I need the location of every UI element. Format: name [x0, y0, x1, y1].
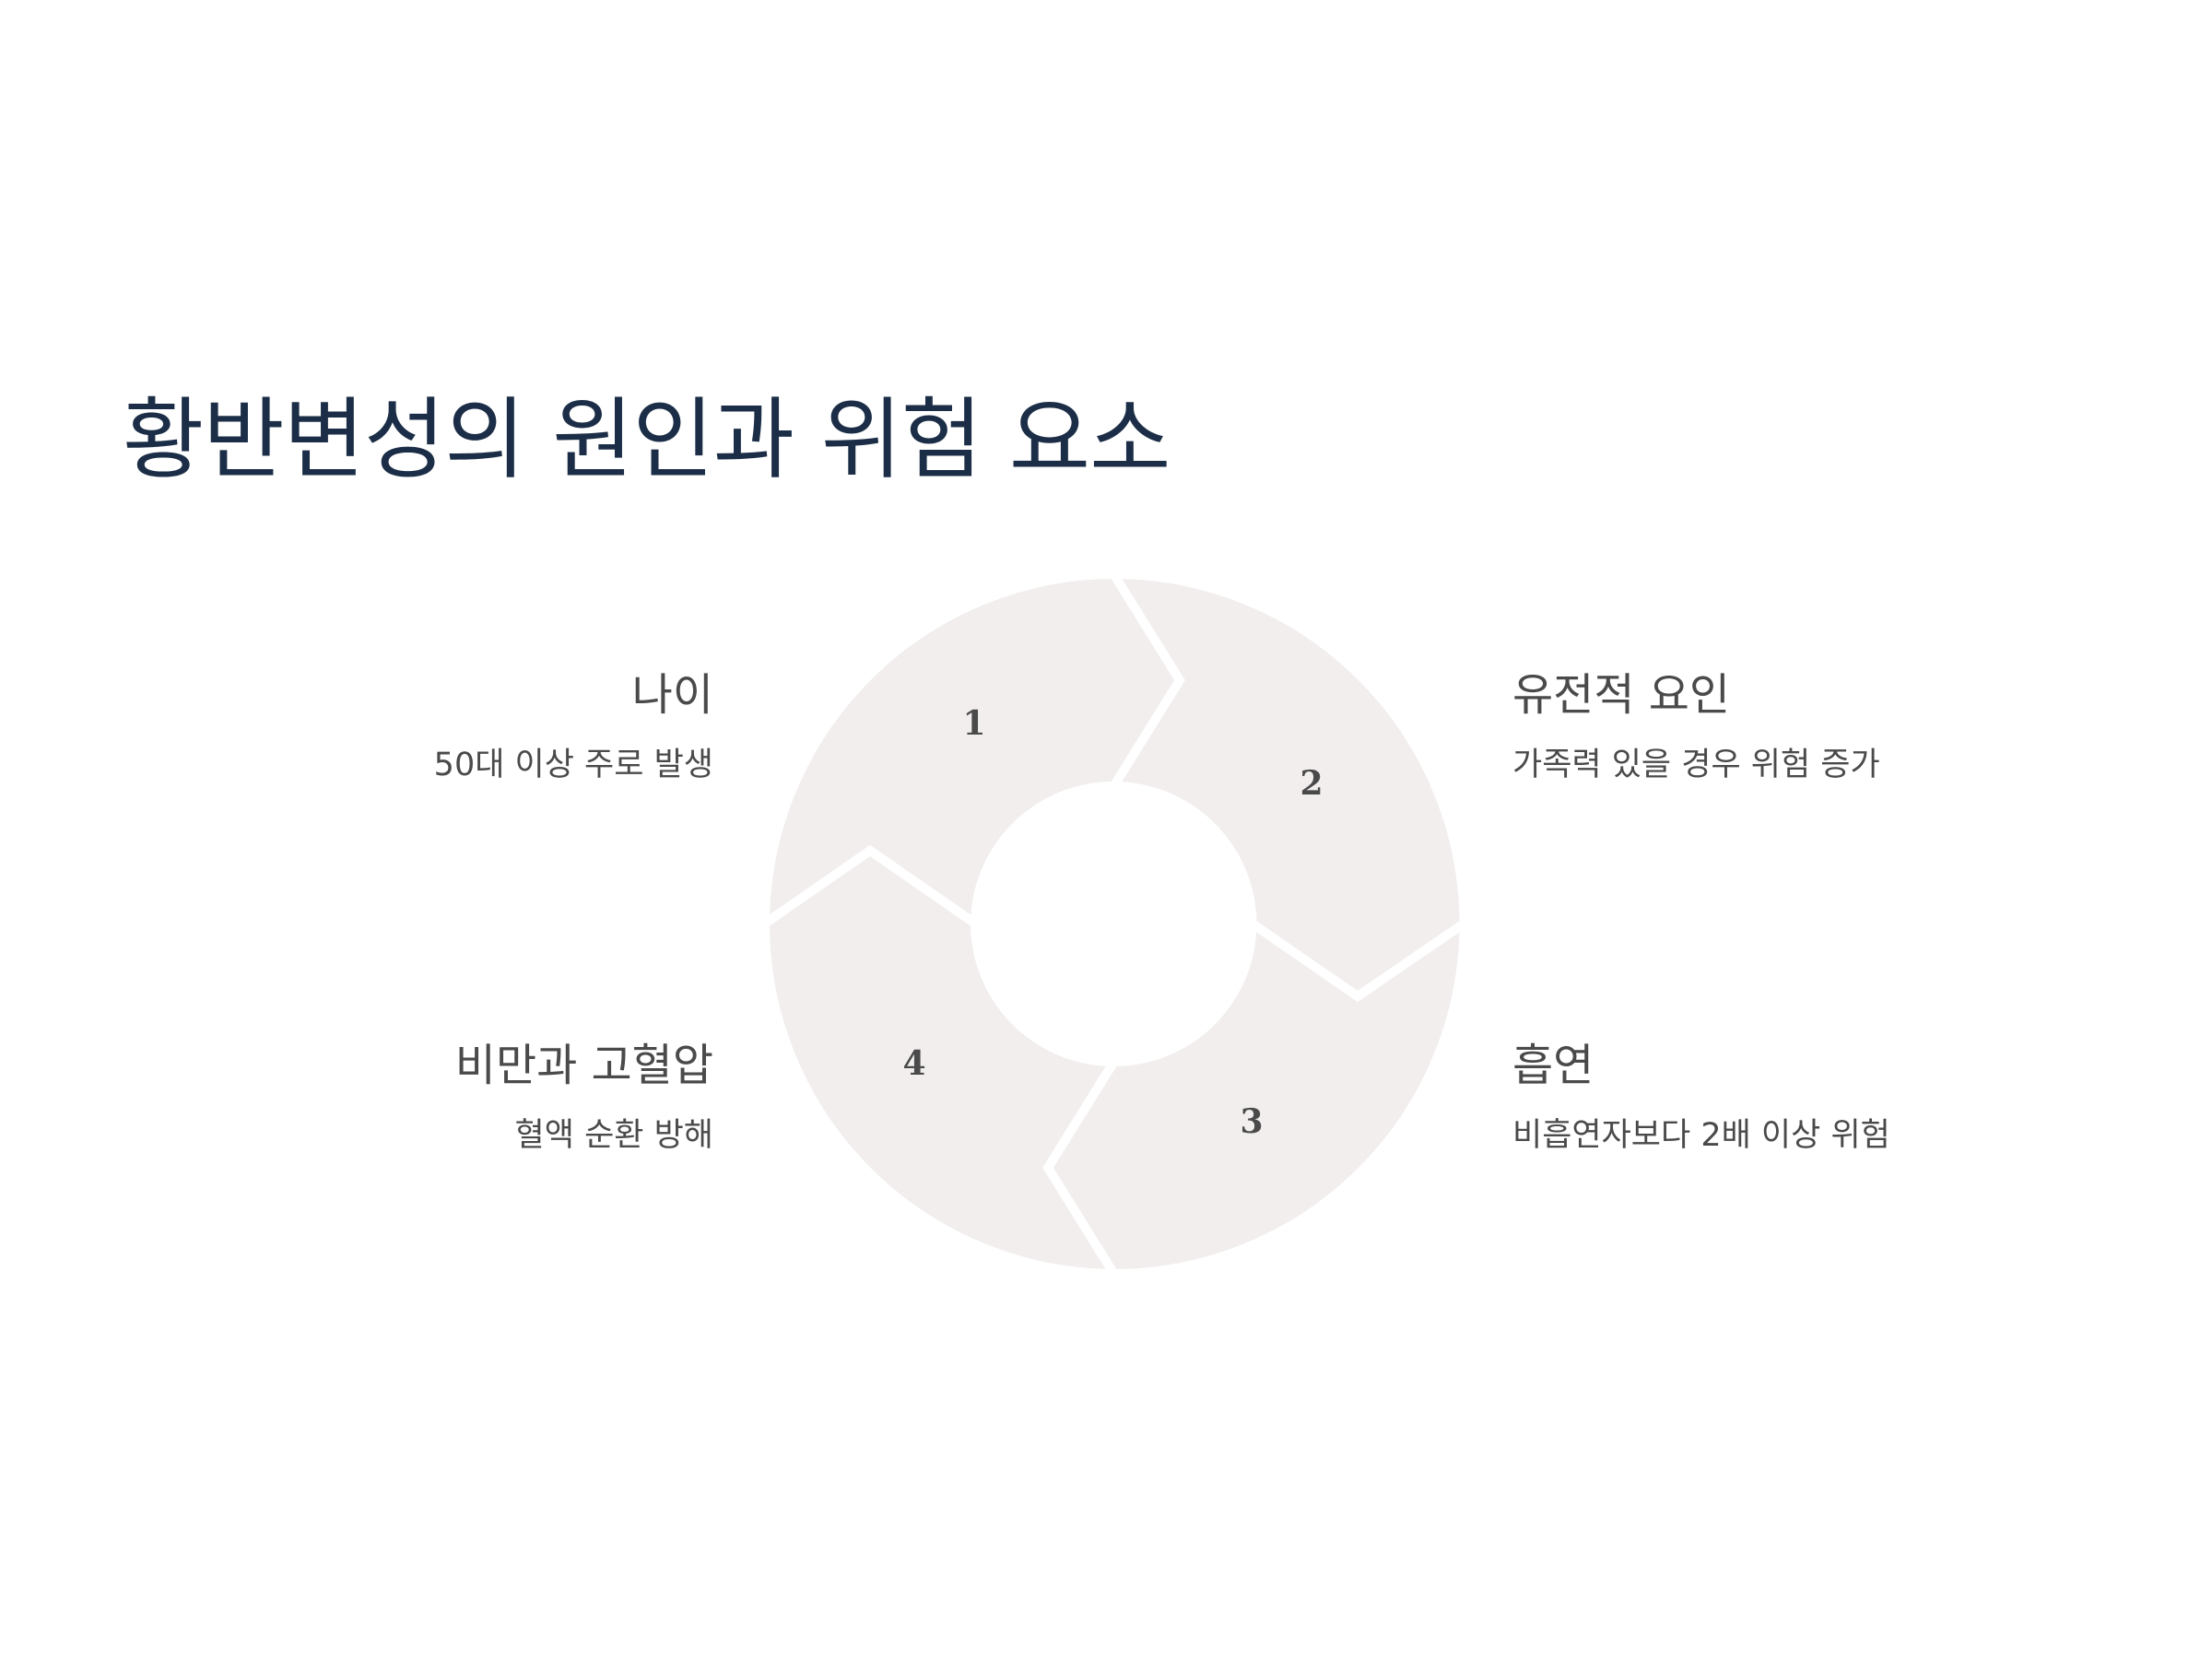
factor-age: 나이 50대 이상 주로 발생: [124, 671, 713, 784]
segment-4: [759, 844, 1123, 1279]
factor-genetic: 유전적 요인 가족력 있을 경우 위험 증가: [1512, 671, 2102, 784]
segment-number-1: 1: [962, 704, 985, 743]
segment-3: [1042, 914, 1469, 1279]
segment-number-4: 4: [902, 1044, 925, 1083]
factor-obesity-hypertension-description: 혈액 순환 방해: [514, 1116, 713, 1154]
factor-smoking-description: 비흡연자보다 2배 이상 위험: [1512, 1116, 1890, 1154]
segment-number-2: 2: [1300, 764, 1323, 803]
factor-smoking-title: 흡연: [1512, 1040, 1594, 1091]
factor-genetic-title: 유전적 요인: [1512, 669, 1731, 721]
segment-number-3: 3: [1240, 1102, 1263, 1141]
segment-2: [1105, 569, 1469, 1003]
segment-1: [759, 569, 1185, 933]
factor-genetic-description: 가족력 있을 경우 위험 증가: [1512, 746, 1880, 783]
factor-obesity-hypertension: 비만과 고혈압 혈액 순환 방해: [124, 1041, 713, 1155]
slide-title: 황반변성의 원인과 위험 요소: [123, 388, 1171, 491]
factor-smoking: 흡연 비흡연자보다 2배 이상 위험: [1512, 1041, 2102, 1155]
factor-obesity-hypertension-title: 비만과 고혈압: [454, 1040, 713, 1091]
factor-age-title: 나이: [631, 669, 713, 721]
factor-age-description: 50대 이상 주로 발생: [433, 746, 713, 783]
